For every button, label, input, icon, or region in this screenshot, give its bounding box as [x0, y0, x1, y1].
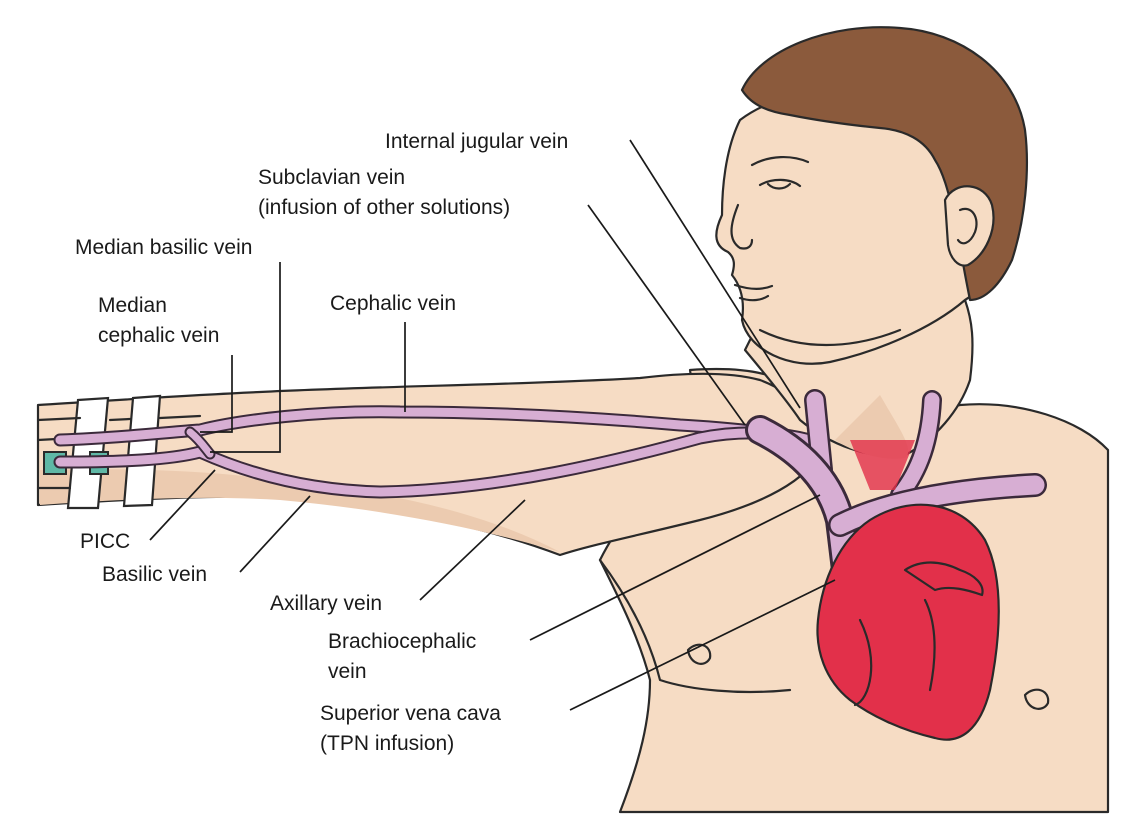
- carotid-artery: [850, 440, 915, 490]
- heart: [816, 503, 1000, 741]
- tape-strip-1: [66, 396, 110, 510]
- label-subclavian-vein: Subclavian vein: [258, 166, 406, 189]
- label-brachiocephalic-line1: Brachiocephalic: [328, 630, 477, 653]
- label-basilic-vein: Basilic vein: [102, 563, 208, 586]
- left-nipple: [686, 643, 712, 665]
- ear: [943, 185, 995, 267]
- label-tpn-infusion: (TPN infusion): [320, 732, 455, 755]
- vein-network: [53, 389, 1047, 630]
- label-picc: PICC: [80, 530, 131, 553]
- heart-vessels: [903, 561, 984, 597]
- label-median-cephalic-line2: cephalic vein: [98, 324, 220, 347]
- eyebrow: [750, 156, 810, 167]
- label-brachiocephalic-line2: vein: [328, 660, 367, 683]
- arm-shading: [40, 469, 560, 552]
- chest-contour: [598, 558, 792, 694]
- label-cephalic-vein: Cephalic vein: [330, 292, 457, 315]
- leader-lines: [149, 139, 836, 711]
- label-median-basilic-vein: Median basilic vein: [75, 236, 253, 259]
- tape-strip-2: [122, 394, 162, 508]
- label-internal-jugular-vein: Internal jugular vein: [385, 130, 569, 153]
- label-superior-vena-cava: Superior vena cava: [320, 702, 501, 725]
- label-axillary-vein: Axillary vein: [270, 592, 383, 615]
- eye: [758, 178, 802, 190]
- nose: [730, 203, 754, 250]
- ear-detail: [956, 207, 978, 245]
- label-median-cephalic-line1: Median: [98, 294, 167, 317]
- mouth: [733, 283, 774, 302]
- hair: [740, 26, 1029, 302]
- label-subclavian-note: (infusion of other solutions): [258, 196, 511, 219]
- heart-detail: [853, 598, 936, 707]
- right-nipple: [1023, 688, 1050, 710]
- jaw-line: [758, 328, 902, 347]
